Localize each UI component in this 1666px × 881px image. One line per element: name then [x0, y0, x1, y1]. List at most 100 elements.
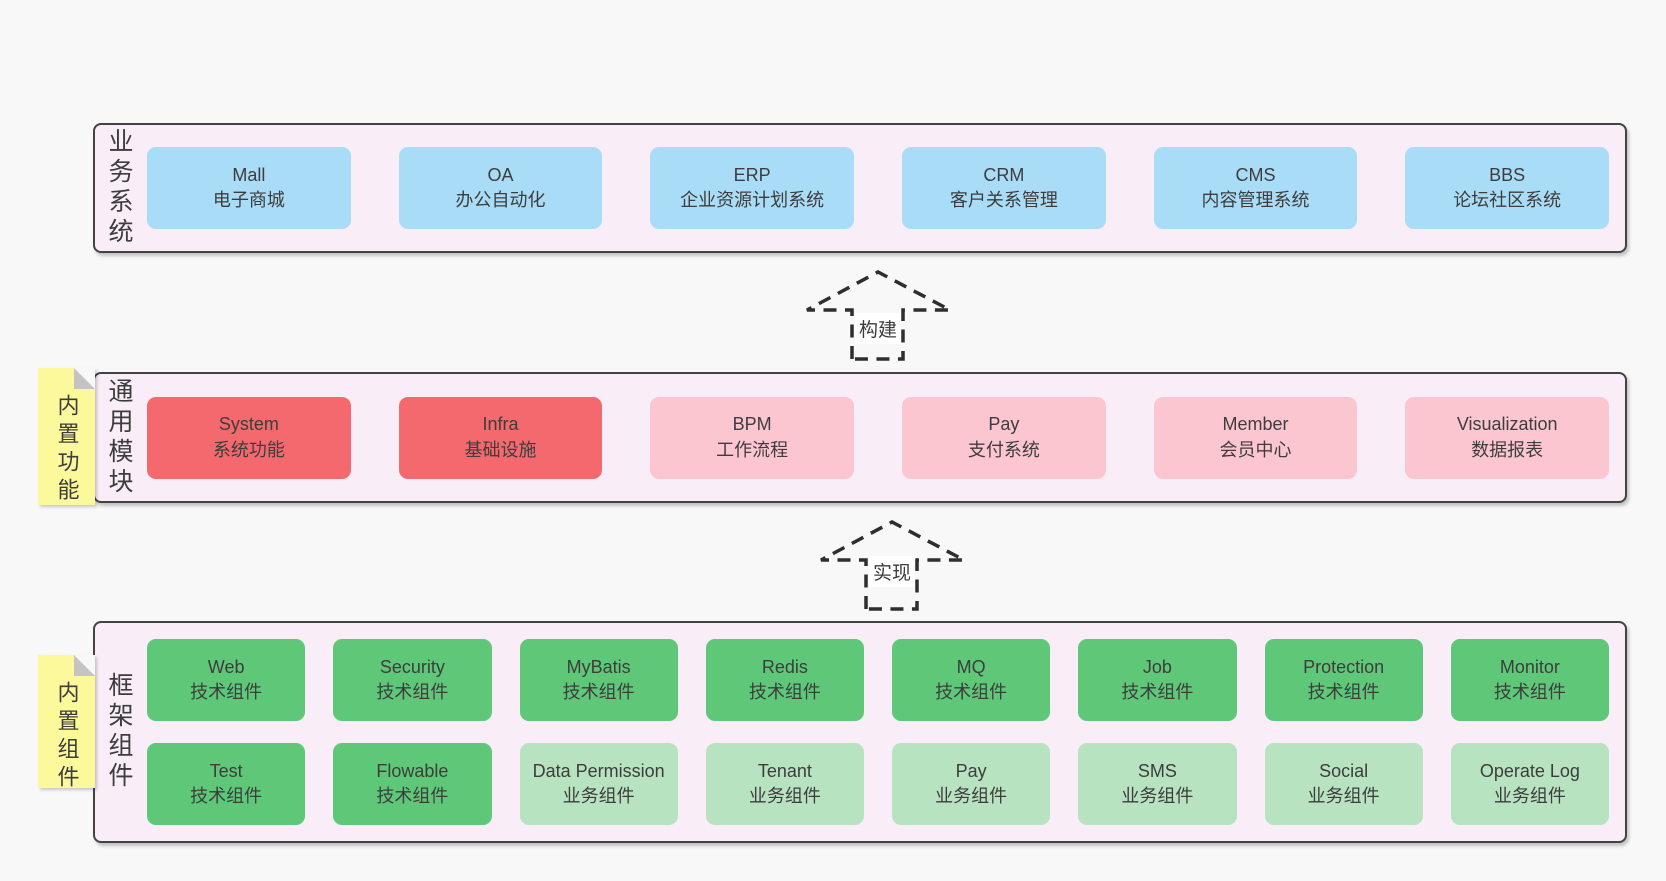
box-web: Web 技术组件 — [147, 639, 306, 721]
arrow-label-implement: 实现 — [868, 556, 916, 587]
box-job: Job 技术组件 — [1078, 639, 1237, 721]
box-tenant: Tenant 业务组件 — [705, 743, 864, 825]
component-boxes: Web 技术组件 Security 技术组件 MyBatis 技术组件 Redi… — [131, 639, 1625, 825]
sticky-note-built-in-features: 内置功能 — [38, 368, 95, 506]
business-boxes: Mall 电子商城 OA 办公自动化 ERP 企业资源计划系统 CRM 客户关系… — [131, 147, 1625, 229]
box-subtitle: 技术组件 — [1307, 682, 1380, 702]
box-bpm: BPM 工作流程 — [650, 396, 855, 479]
box-subtitle: 技术组件 — [748, 682, 821, 702]
box-test: Test 技术组件 — [147, 743, 306, 825]
box-title: CRM — [983, 164, 1025, 185]
layer-business-systems: 业务系统 Mall 电子商城 OA 办公自动化 ERP 企业资源计划系统 CRM… — [93, 123, 1627, 253]
box-title: Operate Log — [1479, 760, 1580, 781]
box-subtitle: 系统功能 — [212, 439, 285, 460]
box-bbs: BBS 论坛社区系统 — [1405, 147, 1610, 229]
box-protection: Protection 技术组件 — [1264, 639, 1423, 721]
box-oa: OA 办公自动化 — [398, 147, 603, 229]
box-subtitle: 业务组件 — [748, 786, 821, 806]
box-title: Monitor — [1499, 656, 1560, 677]
box-subtitle: 支付系统 — [967, 439, 1040, 460]
box-monitor: Monitor 技术组件 — [1450, 639, 1609, 721]
module-boxes: System 系统功能 Infra 基础设施 BPM 工作流程 Pay 支付系统… — [131, 396, 1625, 479]
box-subtitle: 技术组件 — [1493, 682, 1566, 702]
box-cms: CMS 内容管理系统 — [1153, 147, 1358, 229]
box-title: Security — [379, 656, 445, 677]
box-title: Data Permission — [532, 760, 665, 781]
box-title: Test — [209, 760, 243, 781]
sticky-note-text: 内置组件 — [54, 681, 80, 793]
box-flowable: Flowable 技术组件 — [333, 743, 492, 825]
layer-label-framework-components: 框架组件 — [105, 672, 133, 792]
box-subtitle: 数据报表 — [1471, 439, 1544, 460]
box-erp: ERP 企业资源计划系统 — [650, 147, 855, 229]
box-title: Redis — [761, 656, 808, 677]
box-pay-business: Pay 业务组件 — [892, 743, 1051, 825]
box-title: BPM — [732, 414, 772, 435]
box-title: Flowable — [376, 760, 449, 781]
box-subtitle: 基础设施 — [464, 439, 537, 460]
box-title: BBS — [1489, 164, 1526, 185]
box-member: Member 会员中心 — [1153, 396, 1358, 479]
box-data-permission: Data Permission 业务组件 — [519, 743, 678, 825]
box-subtitle: 业务组件 — [1121, 786, 1194, 806]
box-subtitle: 工作流程 — [716, 439, 789, 460]
box-title: Mall — [232, 164, 266, 185]
box-subtitle: 业务组件 — [1493, 786, 1566, 806]
arrow-build-up — [806, 270, 951, 361]
box-subtitle: 企业资源计划系统 — [680, 190, 825, 210]
box-title: System — [218, 414, 279, 435]
box-title: SMS — [1137, 760, 1177, 781]
box-subtitle: 技术组件 — [562, 682, 635, 702]
box-operate-log: Operate Log 业务组件 — [1450, 743, 1609, 825]
layer-label-common-modules: 通用模块 — [105, 377, 133, 498]
layer-label-business-systems: 业务系统 — [105, 128, 133, 248]
box-subtitle: 技术组件 — [1121, 682, 1194, 702]
box-subtitle: 技术组件 — [376, 786, 449, 806]
box-title: OA — [487, 164, 514, 185]
box-title: MQ — [956, 656, 986, 677]
box-subtitle: 业务组件 — [1307, 786, 1380, 806]
box-redis: Redis 技术组件 — [705, 639, 864, 721]
box-mybatis: MyBatis 技术组件 — [519, 639, 678, 721]
box-subtitle: 会员中心 — [1219, 439, 1292, 460]
box-subtitle: 办公自动化 — [455, 190, 546, 210]
box-social: Social 业务组件 — [1264, 743, 1423, 825]
box-title: MyBatis — [566, 656, 631, 677]
box-title: Member — [1222, 414, 1289, 435]
box-sms: SMS 业务组件 — [1078, 743, 1237, 825]
box-title: Pay — [955, 760, 987, 781]
box-crm: CRM 客户关系管理 — [902, 147, 1106, 229]
box-subtitle: 论坛社区系统 — [1453, 190, 1562, 210]
layer-framework-components: 框架组件 Web 技术组件 Security 技术组件 MyBatis 技术组件… — [93, 621, 1627, 843]
box-subtitle: 客户关系管理 — [949, 190, 1058, 210]
box-title: Job — [1142, 656, 1172, 677]
box-subtitle: 技术组件 — [190, 682, 263, 702]
box-infra: Infra 基础设施 — [398, 396, 603, 479]
arrow-label-build: 构建 — [854, 313, 902, 344]
sticky-note-text: 内置功能 — [54, 394, 80, 506]
box-subtitle: 业务组件 — [562, 786, 635, 806]
box-title: Pay — [988, 414, 1020, 435]
box-title: Protection — [1303, 656, 1385, 677]
box-title: Tenant — [757, 760, 812, 781]
box-system: System 系统功能 — [147, 396, 351, 479]
box-subtitle: 技术组件 — [376, 682, 449, 702]
box-subtitle: 技术组件 — [190, 786, 263, 806]
box-pay: Pay 支付系统 — [902, 396, 1106, 479]
box-subtitle: 技术组件 — [935, 682, 1008, 702]
box-mall: Mall 电子商城 — [147, 147, 351, 229]
box-title: Visualization — [1456, 414, 1558, 435]
box-visualization: Visualization 数据报表 — [1405, 396, 1610, 479]
box-mq: MQ 技术组件 — [892, 639, 1051, 721]
sticky-note-built-in-components: 内置组件 — [38, 655, 95, 793]
box-title: Web — [207, 656, 245, 677]
arrow-implement-up — [820, 520, 965, 611]
box-security: Security 技术组件 — [333, 639, 492, 721]
box-title: Social — [1319, 760, 1369, 781]
box-subtitle: 电子商城 — [212, 190, 285, 210]
box-title: CMS — [1235, 164, 1276, 185]
box-subtitle: 业务组件 — [935, 786, 1008, 806]
layer-common-modules: 通用模块 System 系统功能 Infra 基础设施 BPM 工作流程 Pay… — [93, 372, 1627, 503]
box-subtitle: 内容管理系统 — [1201, 190, 1310, 210]
box-title: Infra — [482, 414, 519, 435]
